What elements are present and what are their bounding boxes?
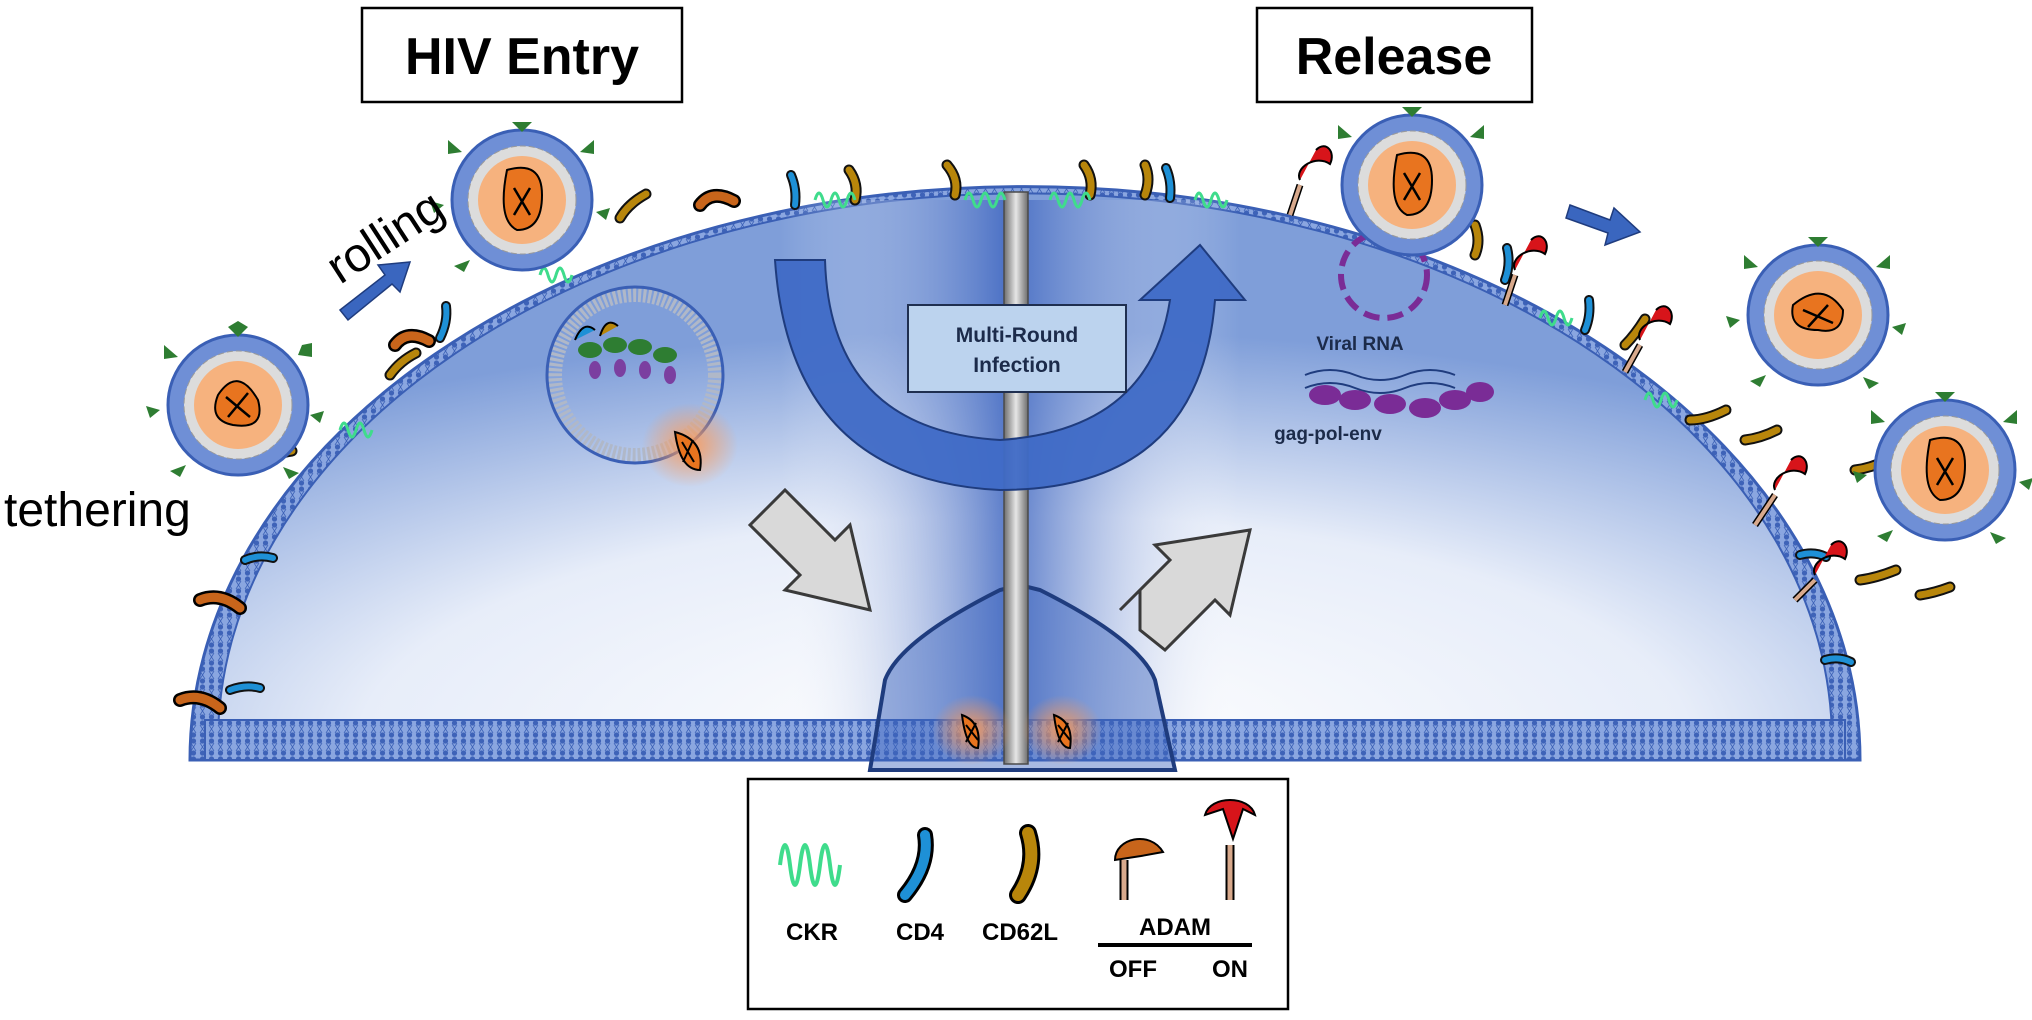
- multi-round-curved-arrow: [773, 243, 1248, 492]
- adam-off: [173, 188, 741, 715]
- blue-arrow-entry: [338, 261, 412, 322]
- multi-round-label-line2: Infection: [973, 354, 1061, 377]
- release-title-box: Release: [1255, 6, 1534, 104]
- grey-arrow-up: [1118, 528, 1252, 653]
- virion-released-2: [1853, 392, 2032, 544]
- vesicle-spikes: [574, 321, 677, 384]
- gag-pol-env-label: gag-pol-env: [1274, 424, 1382, 445]
- legend-on-label: ON: [1212, 956, 1248, 983]
- legend-adam-off-icon: [1113, 837, 1165, 900]
- receptors-cd4: [225, 163, 1856, 695]
- legend-cd4-icon: [897, 827, 934, 903]
- legend-off-label: OFF: [1109, 956, 1157, 983]
- receptors-ckr: [338, 191, 1679, 439]
- virion-tethering: [146, 321, 324, 479]
- legend-cd62l-label: CD62L: [982, 919, 1058, 946]
- blue-arrow-release: [1565, 204, 1642, 247]
- tethering-label: tethering: [4, 484, 191, 537]
- virion-rolling: [430, 122, 610, 272]
- integrated-provirus-right: [1022, 695, 1102, 765]
- gag-pol-env-proteins: gag-pol-env: [1274, 382, 1494, 445]
- integrated-provirus-left: [932, 695, 1012, 765]
- legend-adam-label: ADAM: [1139, 914, 1211, 941]
- multi-round-label-line1: Multi-Round: [956, 324, 1078, 347]
- grey-arrow-down: [747, 487, 873, 613]
- release-title: Release: [1296, 28, 1493, 86]
- legend-ckr-icon: [778, 843, 842, 887]
- legend-ckr-label: CKR: [786, 919, 838, 946]
- virion-released-1: [1726, 237, 1906, 389]
- hiv-entry-title: HIV Entry: [405, 28, 639, 86]
- adam-on: [1286, 145, 1848, 603]
- hiv-entry-title-box: HIV Entry: [360, 6, 684, 104]
- endocytic-vesicle: [545, 285, 738, 487]
- viral-rna: Viral RNA: [1304, 334, 1456, 394]
- virion-budding: [1338, 107, 1484, 257]
- legend-box: CKR CD4 CD62L ADAM OFF ON: [746, 777, 1290, 1011]
- multi-round-infection-box: Multi-Round Infection: [907, 304, 1127, 393]
- legend-cd4-label: CD4: [896, 919, 945, 946]
- viral-rna-label: Viral RNA: [1316, 334, 1404, 355]
- legend-cd62l-icon: [1009, 824, 1041, 904]
- legend-adam-on-icon: [1203, 799, 1257, 900]
